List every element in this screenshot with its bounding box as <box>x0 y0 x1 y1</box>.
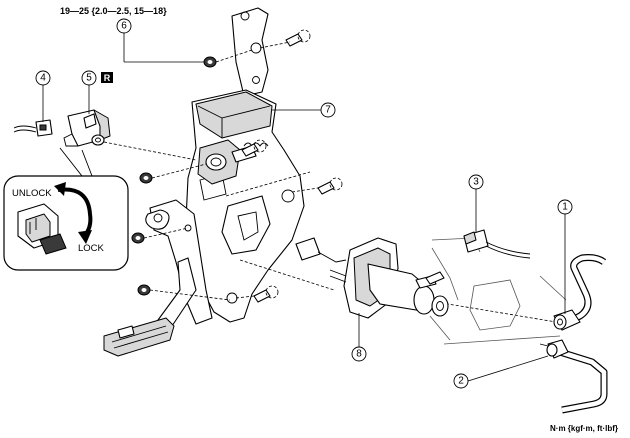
callout-7-label: 7 <box>325 105 331 116</box>
unlock-label: UNLOCK <box>12 188 52 199</box>
callout-6: 6 <box>116 18 204 63</box>
nut-left-upper <box>139 172 153 184</box>
callout-1: 1 <box>557 199 573 314</box>
bolt-switch <box>241 139 267 157</box>
clutch-master-cylinder-8 <box>295 237 449 319</box>
nut-left-lower <box>137 284 151 296</box>
vehicle-outline <box>429 237 567 345</box>
callout-4-label: 4 <box>40 73 46 84</box>
lock-inset: UNLOCK LOCK <box>3 147 129 271</box>
bolt-right-middle <box>317 177 343 195</box>
units-note: N·m {kgf·m, ft·lbf} <box>550 424 618 433</box>
callouts: 1 2 3 4 5 <box>35 18 573 389</box>
pipe-1 <box>553 254 607 331</box>
lock-label: LOCK <box>78 243 105 254</box>
nut-left-middle <box>131 232 145 244</box>
callout-6-label: 6 <box>121 21 127 32</box>
clutch-switch-5 <box>63 109 111 147</box>
fasteners <box>131 29 343 303</box>
torque-spec: 19—25 {2.0—2.5, 15—18} <box>60 6 167 16</box>
bolt-top <box>285 29 311 47</box>
callout-7: 7 <box>272 102 336 118</box>
callout-5: 5 <box>81 70 97 114</box>
nut-6 <box>203 56 217 68</box>
callout-1-label: 1 <box>562 202 568 213</box>
callout-3-label: 3 <box>473 177 479 188</box>
callout-5-label: 5 <box>86 73 92 84</box>
callout-2-label: 2 <box>458 376 464 387</box>
r-badge: R <box>101 72 113 83</box>
hose-clip-3 <box>463 229 531 259</box>
callout-2: 2 <box>453 355 549 389</box>
callout-8-label: 8 <box>356 349 362 360</box>
r-badge-text: R <box>104 73 111 83</box>
pipe-2 <box>539 339 608 414</box>
connector-4 <box>13 119 53 137</box>
callout-3: 3 <box>468 174 484 232</box>
pedal-bracket <box>103 7 305 357</box>
callout-8: 8 <box>351 313 367 362</box>
assembly-lines <box>103 41 557 323</box>
bolt-lower <box>253 285 279 303</box>
callout-4: 4 <box>35 70 51 122</box>
